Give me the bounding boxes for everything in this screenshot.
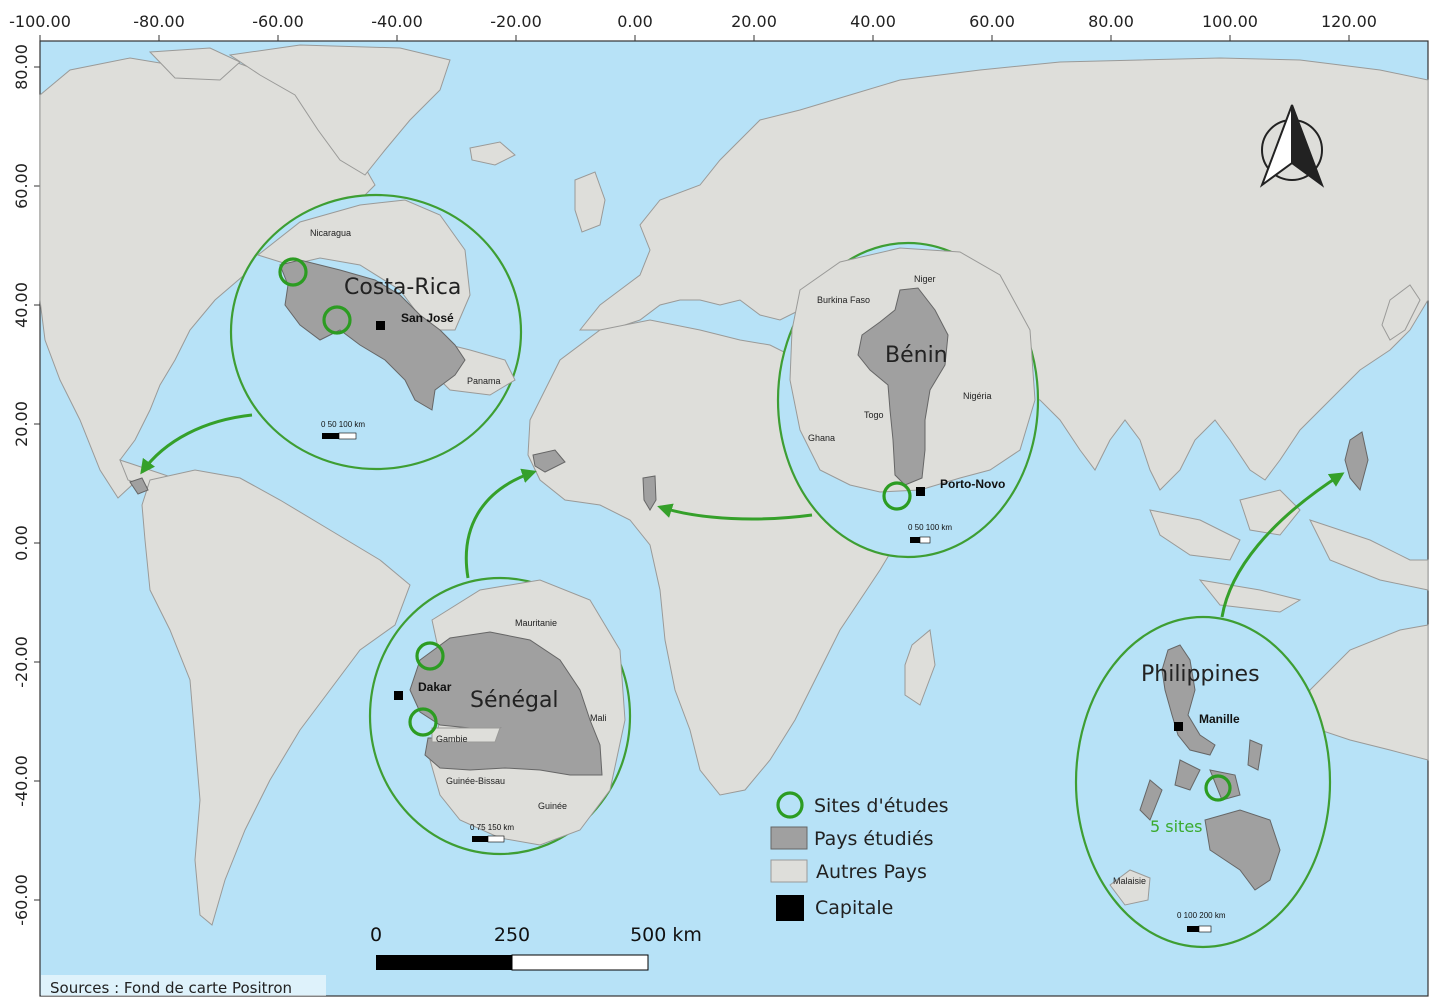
neighbor-label: Gambie — [436, 734, 468, 744]
y-tick: -60.00 — [12, 874, 31, 926]
greenland — [228, 44, 451, 176]
x-tick: 120.00 — [1321, 12, 1377, 31]
neighbor-label: Guinée-Bissau — [446, 776, 505, 786]
x-axis-labels: -100.00 -80.00 -60.00 -40.00 -20.00 0.00… — [9, 12, 1377, 31]
capital-label: Dakar — [418, 680, 452, 694]
y-tick: 0.00 — [12, 525, 31, 561]
y-tick: -20.00 — [12, 636, 31, 688]
x-tick: -20.00 — [490, 12, 542, 31]
inset-title: Costa-Rica — [344, 275, 461, 300]
scale-label: 0 — [370, 924, 382, 946]
senegal-world — [532, 449, 566, 473]
y-tick: 60.00 — [12, 163, 31, 209]
costa-rica-shape — [279, 259, 466, 411]
x-tick: 100.00 — [1202, 12, 1258, 31]
legend-other-swatch — [770, 859, 808, 883]
benin-shape — [857, 287, 949, 486]
costa-rica-world — [129, 477, 149, 495]
site-marker — [1204, 774, 1232, 802]
x-tick: -60.00 — [252, 12, 304, 31]
site-marker — [415, 641, 445, 671]
neighbor-label: Ghana — [808, 433, 835, 443]
x-tick: 40.00 — [850, 12, 896, 31]
neighbor-label: Mali — [590, 713, 607, 723]
source-credit: Sources : Fond de carte Positron — [50, 979, 292, 997]
philippines-shape — [1161, 644, 1216, 756]
capital-label: Manille — [1199, 712, 1240, 726]
capital-marker — [1174, 722, 1183, 731]
inset-scale-label: 0 75 150 km — [470, 823, 514, 832]
neighbor-label: Burkina Faso — [817, 295, 870, 305]
legend-capital-swatch — [776, 895, 804, 921]
south-america — [141, 469, 411, 926]
inset-scale-label: 0 100 200 km — [1177, 911, 1226, 920]
inset-benin: Niger Burkina Faso Nigéria Togo Ghana Bé… — [776, 241, 1040, 559]
inset-title: Philippines — [1141, 662, 1260, 687]
x-tick: -80.00 — [133, 12, 185, 31]
neighbor-label: Malaisie — [1113, 876, 1146, 886]
y-tick: 20.00 — [12, 401, 31, 447]
x-tick: 60.00 — [969, 12, 1015, 31]
scale-label: 500 km — [630, 924, 702, 946]
scale-bar: 0 250 500 km — [370, 924, 702, 971]
legend-label: Capitale — [815, 897, 893, 919]
inset-title: Sénégal — [470, 688, 559, 713]
capital-label: San José — [401, 311, 454, 325]
legend-site-icon — [776, 791, 804, 819]
site-marker — [408, 707, 438, 737]
inset-senegal: Mauritanie Mali Gambie Guinée-Bissau Gui… — [368, 576, 632, 856]
inset-costa-rica: Nicaragua Panama Costa-Rica San José 0 5… — [229, 193, 523, 471]
inset-scale-label: 0 50 100 km — [321, 420, 365, 429]
neighbor-label: Guinée — [538, 801, 567, 811]
y-tick: 40.00 — [12, 282, 31, 328]
capital-marker — [394, 691, 403, 700]
legend-studied-swatch — [770, 826, 808, 850]
scale-label: 250 — [494, 924, 530, 946]
legend-label: Pays étudiés — [814, 828, 934, 850]
y-tick: -40.00 — [12, 755, 31, 807]
capital-marker — [916, 487, 925, 496]
neighbor-label: Mauritanie — [515, 618, 557, 628]
axis-ticks — [34, 35, 1350, 901]
sites-count-label: 5 sites — [1150, 817, 1203, 836]
callout-arrows — [140, 413, 1345, 618]
capital-marker — [376, 321, 385, 330]
neighbor-label: Nigéria — [963, 391, 992, 401]
legend-label: Sites d'études — [814, 795, 949, 817]
legend-label: Autres Pays — [816, 861, 927, 883]
y-axis-labels: 80.00 60.00 40.00 20.00 0.00 -20.00 -40.… — [12, 44, 31, 926]
inset-scale-label: 0 50 100 km — [908, 523, 952, 532]
inset-title: Bénin — [885, 343, 948, 368]
neighbor-label: Niger — [914, 274, 936, 284]
inset-philippines: Philippines Manille 5 sites Malaisie 0 1… — [1074, 615, 1332, 949]
capital-label: Porto-Novo — [940, 477, 1005, 491]
site-marker — [322, 305, 352, 335]
site-marker — [882, 481, 912, 511]
x-tick: -100.00 — [9, 12, 71, 31]
y-tick: 80.00 — [12, 44, 31, 90]
benin-world — [642, 475, 657, 511]
x-tick: 80.00 — [1088, 12, 1134, 31]
north-arrow-icon — [1259, 104, 1325, 188]
legend: Sites d'études Pays étudiés Autres Pays … — [770, 791, 949, 921]
neighbor-label: Nicaragua — [310, 228, 351, 238]
x-tick: 20.00 — [731, 12, 777, 31]
site-marker — [278, 257, 308, 287]
x-tick: -40.00 — [371, 12, 423, 31]
neighbor-label: Panama — [467, 376, 501, 386]
neighbor-label: Togo — [864, 410, 884, 420]
x-tick: 0.00 — [617, 12, 653, 31]
